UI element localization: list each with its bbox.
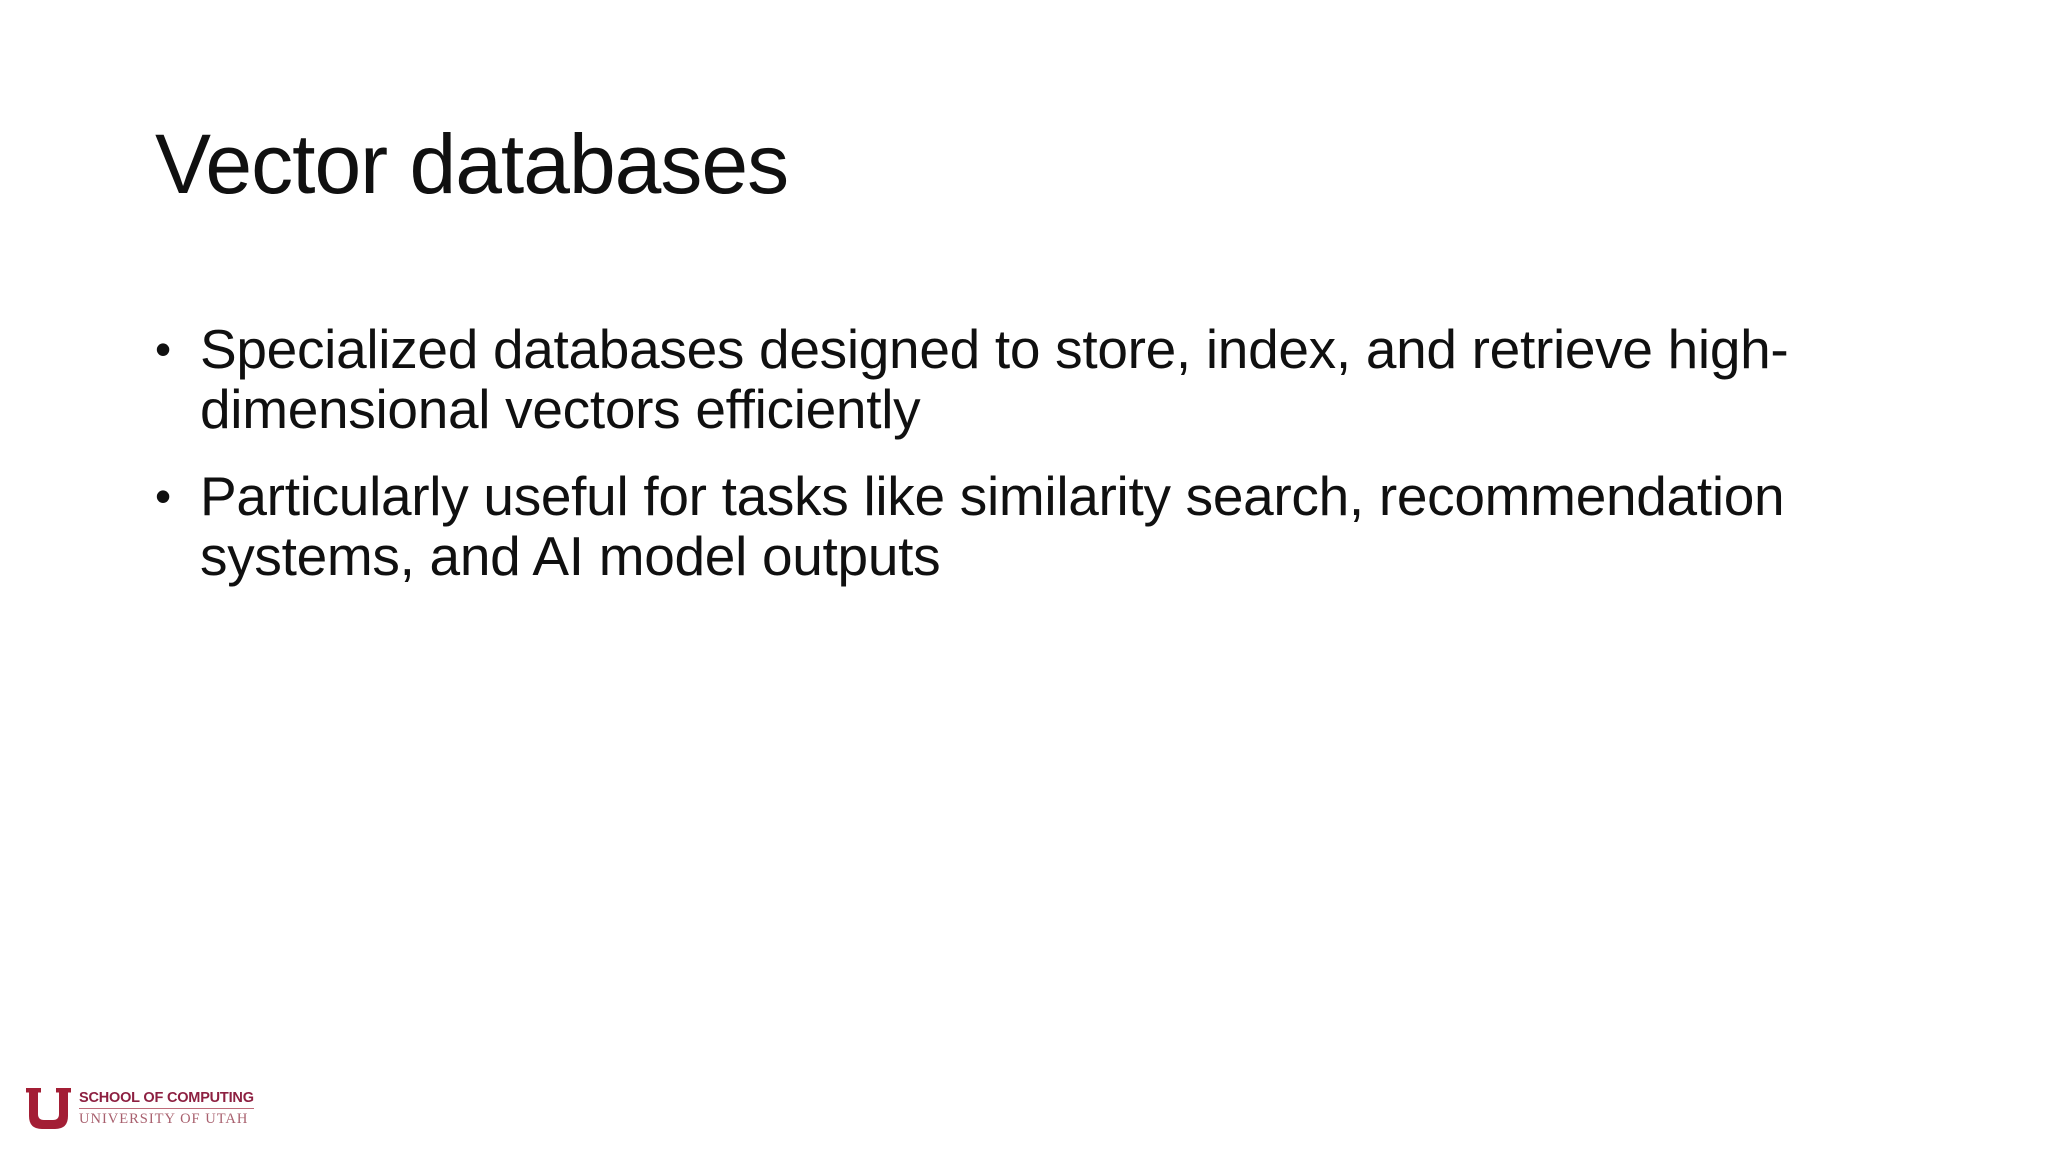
bullet-list: • Specialized databases designed to stor… <box>155 319 2015 586</box>
bullet-line: dimensional vectors efficiently <box>200 378 921 440</box>
utah-block-u-icon <box>26 1088 71 1129</box>
bullet-line: Particularly useful for tasks like simil… <box>200 465 1785 527</box>
bullet-line: systems, and AI model outputs <box>200 525 941 587</box>
page-title: Vector databases <box>155 117 789 211</box>
bullet-line: Specialized databases designed to store,… <box>200 318 1789 380</box>
logo-university-name: UNIVERSITY OF UTAH <box>79 1110 249 1127</box>
bullet-icon: • <box>155 323 171 375</box>
school-of-computing-logo: SCHOOL OF COMPUTING UNIVERSITY OF UTAH <box>26 1088 254 1129</box>
bullet-text: Particularly useful for tasks like simil… <box>200 466 2015 586</box>
logo-text: SCHOOL OF COMPUTING UNIVERSITY OF UTAH <box>79 1090 254 1128</box>
list-item: • Specialized databases designed to stor… <box>155 319 2015 439</box>
bullet-text: Specialized databases designed to store,… <box>200 319 2015 439</box>
logo-school-name: SCHOOL OF COMPUTING <box>79 1090 254 1109</box>
bullet-icon: • <box>155 470 171 522</box>
list-item: • Particularly useful for tasks like sim… <box>155 466 2015 586</box>
